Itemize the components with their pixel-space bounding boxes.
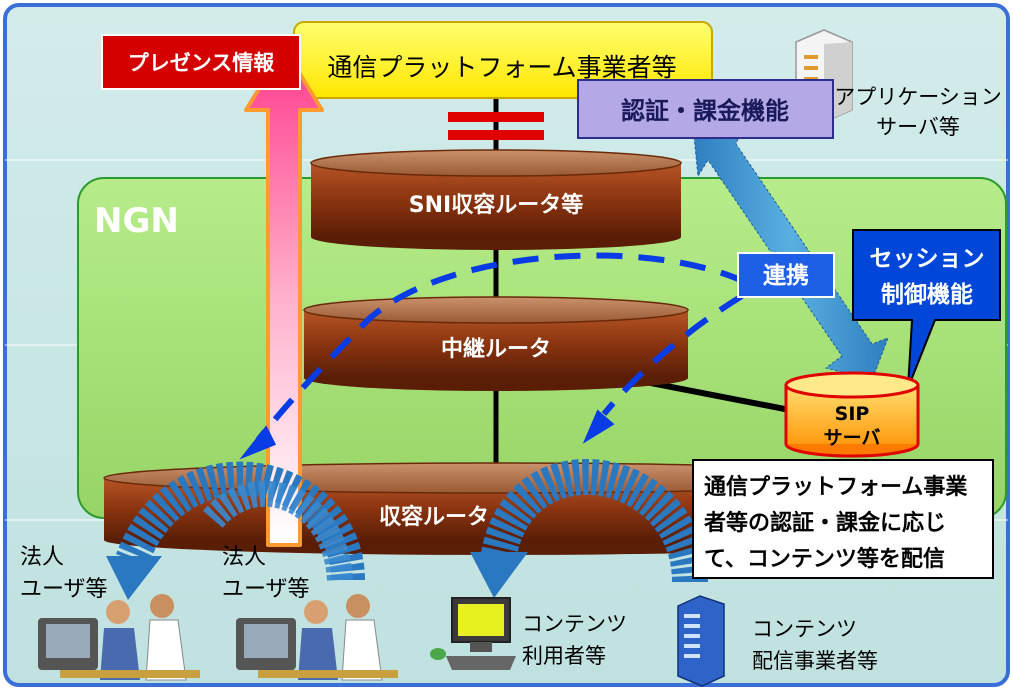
sni-router xyxy=(310,149,682,177)
interface-bar-top xyxy=(448,112,544,122)
corp-user-1-line2: ユーザ等 xyxy=(20,577,108,602)
relay-router xyxy=(303,296,689,324)
sni-router-label: SNI収容ルータ等 xyxy=(409,192,583,218)
sip-server xyxy=(784,385,920,458)
sip-label-line1: SIP xyxy=(835,403,870,425)
link-arrowhead-right xyxy=(582,409,615,444)
session-callout xyxy=(852,229,1001,389)
sip-label-line2: サーバ xyxy=(824,427,881,449)
computer-icon xyxy=(430,597,516,670)
delivery-arc-right xyxy=(470,459,708,598)
content-provider-line1: コンテンツ xyxy=(752,617,857,641)
relay-router-label: 中継ルータ xyxy=(441,336,551,362)
content-user-line2: 利用者等 xyxy=(522,644,606,668)
content-server-icon xyxy=(677,595,725,687)
ngn-label: NGN xyxy=(94,201,179,241)
link-box xyxy=(737,252,835,298)
platform-label: 通信プラットフォーム事業者等 xyxy=(327,53,676,82)
office-workers-icon-1 xyxy=(38,594,200,681)
delivery-arc-middle xyxy=(202,480,353,582)
auth-label: 認証・課金機能 xyxy=(621,97,789,125)
app-server-label-line1: アプリケーション xyxy=(834,85,1002,109)
session-label-line2: 制御機能 xyxy=(881,281,973,308)
session-label-line1: セッション xyxy=(870,246,985,272)
access-router-label: 収容ルータ xyxy=(379,504,489,530)
description-line2: 者等の認証・課金に応じ xyxy=(703,510,946,536)
link-dashed-arc-left xyxy=(255,252,747,442)
office-workers-icon-2 xyxy=(236,594,398,681)
description-line3: て、コンテンツ等を配信 xyxy=(704,546,945,572)
interface-bar-bottom xyxy=(448,130,544,140)
auth-box xyxy=(577,79,834,139)
content-user-line1: コンテンツ xyxy=(522,612,627,636)
presence-box xyxy=(101,34,301,90)
app-server-label-line2: サーバ等 xyxy=(876,115,960,139)
link-label: 連携 xyxy=(763,262,809,289)
content-provider-line2: 配信事業者等 xyxy=(752,649,878,673)
corp-user-2-line1: 法人 xyxy=(222,545,266,570)
description-box xyxy=(692,459,994,579)
link-arrowhead-left xyxy=(239,425,277,460)
description-line1: 通信プラットフォーム事業 xyxy=(704,474,968,500)
link-dashed-arc-right xyxy=(601,293,744,416)
presence-label: プレゼンス情報 xyxy=(128,51,276,75)
presence-arrow xyxy=(244,46,324,547)
corp-user-2-line2: ユーザ等 xyxy=(222,577,310,602)
corp-user-1-line1: 法人 xyxy=(20,545,64,570)
